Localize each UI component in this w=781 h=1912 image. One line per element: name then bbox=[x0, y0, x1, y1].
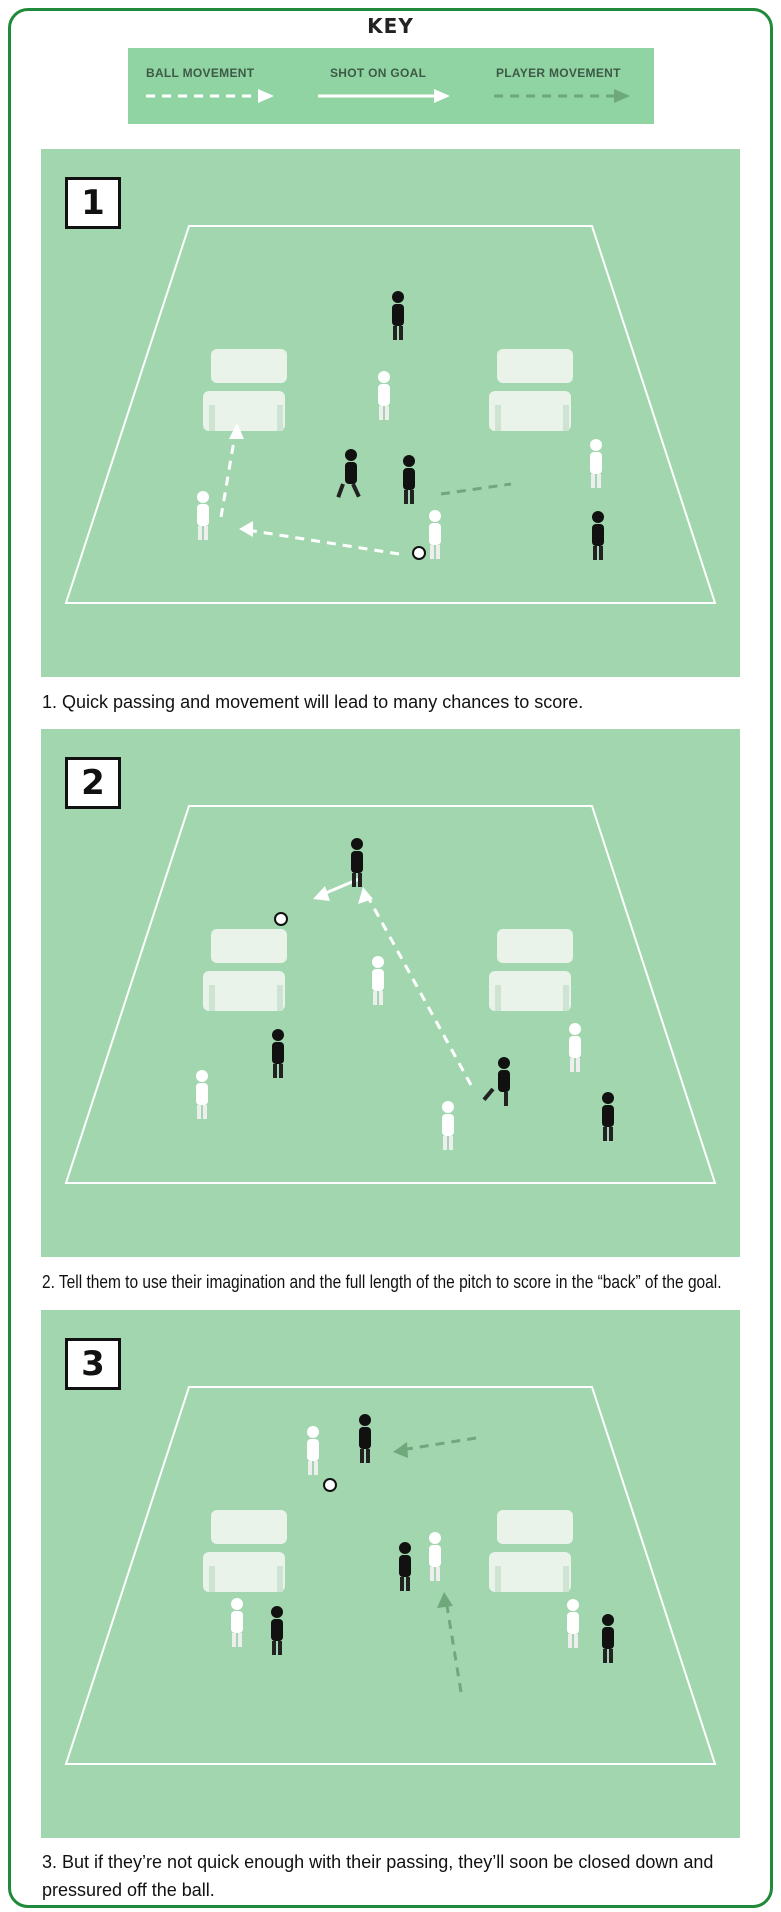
player-movement-arrow-icon bbox=[494, 88, 634, 104]
pitch-diagram-3 bbox=[41, 1310, 740, 1838]
player-white bbox=[197, 491, 209, 540]
player-white bbox=[569, 1023, 581, 1072]
player-white bbox=[567, 1599, 579, 1648]
player-white bbox=[442, 1101, 454, 1150]
player-white bbox=[231, 1598, 243, 1647]
goal-right-icon bbox=[489, 929, 573, 1011]
panel-number-3: 3 bbox=[65, 1338, 121, 1390]
player-black bbox=[392, 291, 404, 340]
player-black bbox=[602, 1092, 614, 1141]
panel-caption-1: 1. Quick passing and movement will lead … bbox=[42, 688, 583, 716]
ball-icon bbox=[324, 1479, 336, 1491]
key-label-ball-movement: BALL MOVEMENT bbox=[146, 66, 254, 80]
player-white bbox=[429, 1532, 441, 1581]
goal-left-icon bbox=[203, 349, 287, 431]
goal-right-icon bbox=[489, 349, 573, 431]
key-title: KEY bbox=[0, 14, 781, 38]
panel-number-2: 2 bbox=[65, 757, 121, 809]
pitch-diagram-2 bbox=[41, 729, 740, 1257]
player-white bbox=[307, 1426, 319, 1475]
player-black bbox=[399, 1542, 411, 1591]
player-white bbox=[378, 371, 390, 420]
player-black bbox=[336, 449, 360, 498]
goal-left-icon bbox=[203, 929, 287, 1011]
player-black bbox=[359, 1414, 371, 1463]
key-label-shot-on-goal: SHOT ON GOAL bbox=[330, 66, 426, 80]
player-white bbox=[590, 439, 602, 488]
ball-icon bbox=[413, 547, 425, 559]
panel-number-1: 1 bbox=[65, 177, 121, 229]
goal-right-icon bbox=[489, 1510, 573, 1592]
panel-caption-3: 3. But if they’re not quick enough with … bbox=[42, 1848, 742, 1904]
goal-left-icon bbox=[203, 1510, 287, 1592]
pitch-outline bbox=[66, 806, 715, 1183]
player-black bbox=[272, 1029, 284, 1078]
panel-2: 2 bbox=[41, 729, 740, 1257]
pitch-outline bbox=[66, 226, 715, 603]
player-black bbox=[592, 511, 604, 560]
key-label-player-movement: PLAYER MOVEMENT bbox=[496, 66, 621, 80]
player-black bbox=[482, 1057, 510, 1106]
panel-1: 1 bbox=[41, 149, 740, 677]
pitch-outline bbox=[66, 1387, 715, 1764]
ball-icon bbox=[275, 913, 287, 925]
panel-3: 3 bbox=[41, 1310, 740, 1838]
player-white bbox=[196, 1070, 208, 1119]
player-white bbox=[429, 510, 441, 559]
shot-on-goal-arrow-icon bbox=[318, 88, 453, 104]
pitch-diagram-1 bbox=[41, 149, 740, 677]
player-black bbox=[403, 455, 415, 504]
key-legend: BALL MOVEMENT SHOT ON GOAL PLAYER MOVEME… bbox=[128, 48, 654, 124]
panel-caption-2: 2. Tell them to use their imagination an… bbox=[42, 1268, 722, 1296]
player-white bbox=[372, 956, 384, 1005]
player-black bbox=[271, 1606, 283, 1655]
ball-movement-arrow-icon bbox=[146, 88, 276, 104]
player-black bbox=[602, 1614, 614, 1663]
